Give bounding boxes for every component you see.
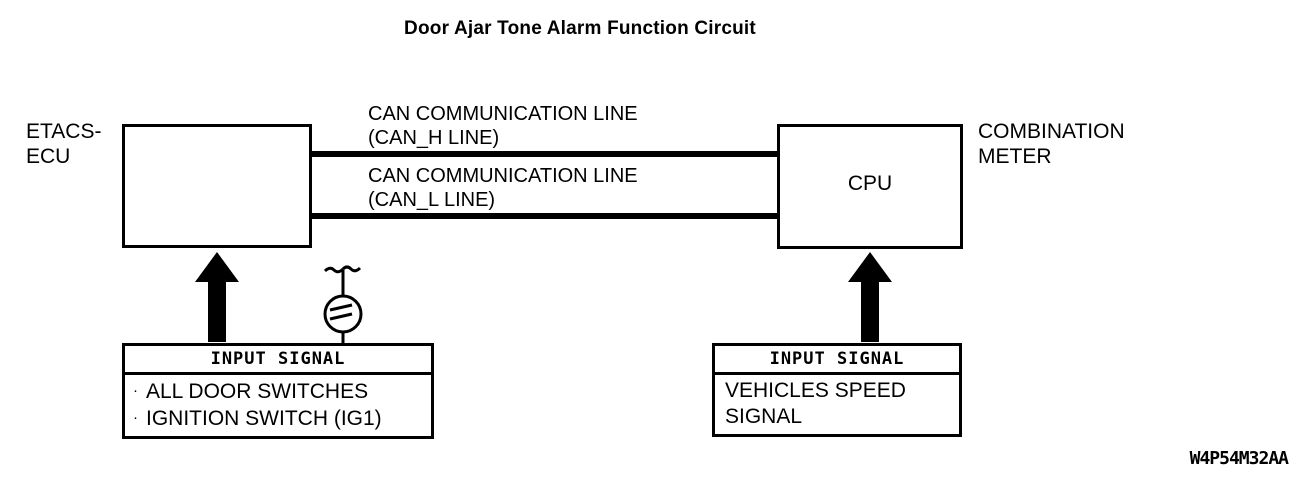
can-h-line-label: CAN COMMUNICATION LINE (CAN_H LINE) bbox=[368, 103, 638, 149]
bullet-icon: · bbox=[133, 409, 138, 426]
list-item: · ALL DOOR SWITCHES bbox=[133, 378, 431, 405]
combination-meter-label: COMBINATION METER bbox=[978, 120, 1125, 168]
cpu-label: CPU bbox=[847, 172, 893, 195]
list-item: · IGNITION SWITCH (IG1) bbox=[133, 405, 431, 432]
right-input-signal-header: INPUT SIGNAL bbox=[715, 346, 959, 375]
can-h-bus-line bbox=[310, 151, 779, 157]
list-item: VEHICLES SPEED SIGNAL bbox=[725, 379, 906, 428]
etacs-ecu-box bbox=[122, 124, 363, 362]
can-l-bus-line bbox=[310, 213, 779, 219]
etacs-ecu-label: ETACS- ECU bbox=[26, 120, 102, 168]
list-item-label: ALL DOOR SWITCHES bbox=[146, 380, 369, 403]
input-signal-arrow-up-icon bbox=[195, 252, 239, 342]
list-item-label: IGNITION SWITCH (IG1) bbox=[146, 407, 382, 430]
vehicle-speed-arrow-up-icon bbox=[848, 252, 892, 342]
right-input-signal-list: VEHICLES SPEED SIGNAL bbox=[715, 375, 959, 434]
combination-meter-box bbox=[777, 124, 963, 249]
page-title: Door Ajar Tone Alarm Function Circuit bbox=[404, 18, 756, 39]
left-input-signal-list: · ALL DOOR SWITCHES · IGNITION SWITCH (IG1… bbox=[125, 375, 431, 436]
bullet-icon: · bbox=[133, 382, 138, 399]
drawing-code: W4P54M32AA bbox=[1189, 448, 1289, 469]
can-l-line-label: CAN COMMUNICATION LINE (CAN_L LINE) bbox=[368, 165, 638, 211]
right-input-signal-box: INPUT SIGNAL VEHICLES SPEED SIGNAL bbox=[712, 343, 962, 437]
left-input-signal-box: INPUT SIGNAL · ALL DOOR SWITCHES · IGNITIO… bbox=[122, 343, 434, 439]
left-input-signal-header: INPUT SIGNAL bbox=[125, 346, 431, 375]
